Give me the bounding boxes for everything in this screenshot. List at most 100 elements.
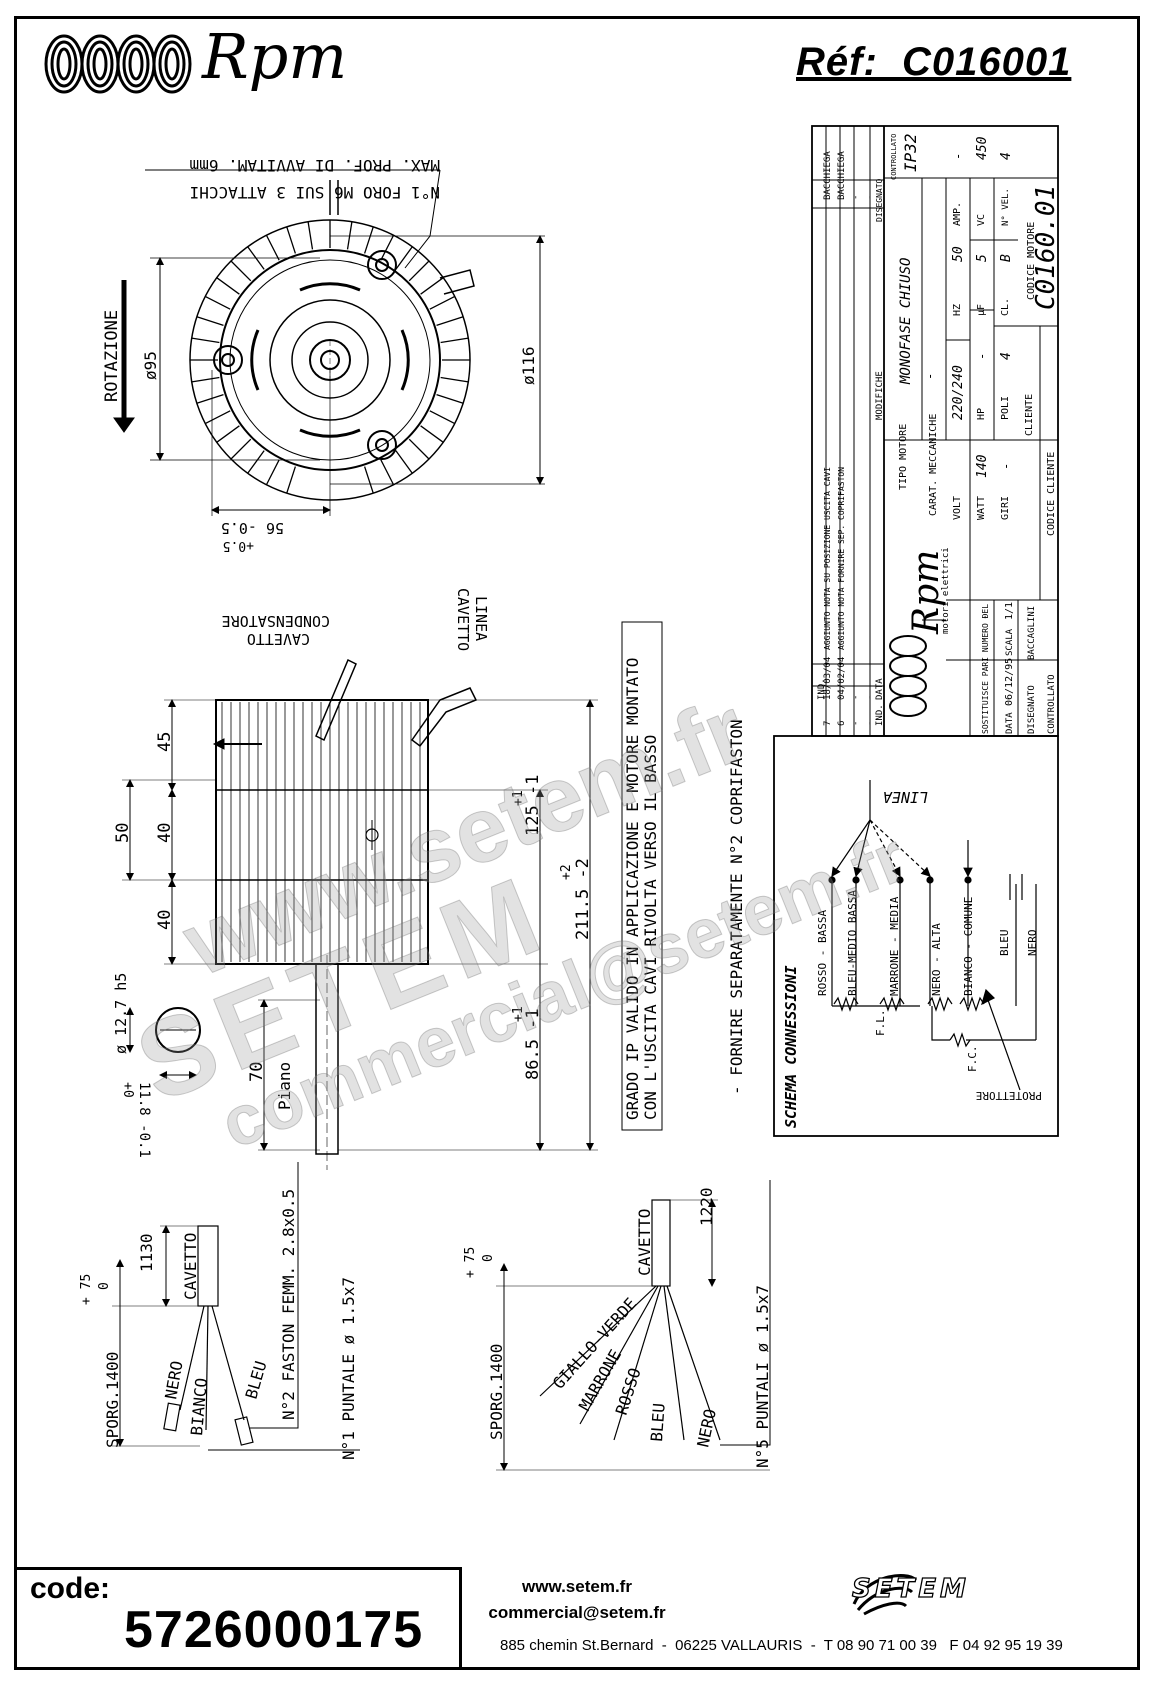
rev-cell-disegnato: - [851, 195, 861, 200]
cooling-fin [286, 226, 297, 254]
rev-cell-ind: 6 [837, 721, 847, 726]
cooling-fin [230, 260, 252, 282]
dim-11-8-tol: +0 [120, 1082, 135, 1098]
schema-terminal [852, 876, 860, 884]
cooling-fin [265, 459, 280, 486]
sostituisce-value: - [980, 614, 991, 620]
wire-1: BLEU-MEDIO BASSA [846, 890, 859, 996]
rev-cell-date: 04/02/04 [837, 657, 847, 700]
cr-length: 1220 [697, 1187, 716, 1226]
dim-11-8: 11.8 -0.1 [136, 1082, 152, 1158]
cl-value: B [999, 254, 1014, 262]
hp-label: HP [976, 408, 987, 420]
amp-value: - [951, 153, 965, 160]
cr-wire-3: BLEU [647, 1403, 669, 1443]
rev-cell-disegnato: BACCHIEGA [837, 151, 847, 200]
cl-label: CL. [1000, 298, 1011, 316]
cr-wire-2: ROSSO [612, 1366, 645, 1418]
rpm-coil-logo-icon [44, 34, 192, 94]
schema-labels: SCHEMA CONNESSIONI LINEA ROSSO - BASSA B… [782, 788, 1042, 1128]
poli-value: 4 [999, 352, 1014, 360]
data-label: DATA [1005, 712, 1015, 734]
cooling-fin [286, 466, 297, 494]
giri-label: GIRI [1000, 496, 1011, 520]
cooling-fin [408, 438, 430, 460]
cl-sporg-plus: + 75 [79, 1274, 94, 1305]
cooling-fin [196, 393, 224, 404]
setem-swirl-logo-icon [852, 1573, 918, 1616]
rev-cell-ind: - [851, 721, 861, 726]
dim-211-tol: +2 [559, 864, 574, 880]
front-view-labels: N°1 FORO M6 SUI 3 ATTACCHI MAX. PROF. DI… [102, 156, 538, 553]
rev-cell-ind: 7 [823, 721, 833, 726]
cooling-fin [346, 221, 353, 250]
vc-label: VC [976, 214, 987, 226]
cooling-fin [191, 376, 220, 383]
cl-cavetto: CAVETTO [181, 1233, 200, 1300]
cl-puntale: N°1 PUNTALE ø 1.5x7 [339, 1277, 358, 1460]
giri-value: - [999, 463, 1013, 470]
note-coprifaston: - FORNIRE SEPARATAMENTE N°2 COPRIFASTON [727, 719, 746, 1095]
rev-cell-ind: - [865, 721, 875, 726]
svg-text:IND.: IND. [817, 678, 827, 700]
cooling-fin [265, 234, 280, 261]
tipo-motore-label: TIPO MOTORE [898, 424, 909, 490]
cooling-fin [196, 316, 224, 327]
wire-0: ROSSO - BASSA [816, 910, 829, 996]
cr-sporg-minus: 0 [481, 1254, 496, 1262]
dim-50: 50 [113, 823, 133, 843]
cr-sporg: SPORG.1400 [487, 1344, 506, 1440]
note-foro: N°1 FORO M6 SUI 3 ATTACCHI [190, 183, 440, 202]
ip-note-box [621, 621, 663, 1131]
schema-protettore: PROTETTORE [976, 1089, 1042, 1102]
watt-value: 140 [975, 454, 990, 478]
hdr-data: DATA [875, 678, 885, 700]
footer-web-link[interactable]: www.setem.fr [522, 1577, 632, 1596]
side-view-labels: CAVETTO CONDENSATORE CAVETTO LINEA 45 40… [112, 588, 746, 1158]
watt-label: WATT [976, 496, 987, 520]
cooling-fin [204, 295, 231, 310]
vel-label: N° VEL. [1001, 188, 1011, 226]
schema-fl: F.L. [874, 1010, 887, 1037]
ip-value: IP32 [901, 133, 920, 172]
dim-56-tol: +0.5 [223, 538, 254, 553]
cooling-fin [191, 337, 220, 344]
schema-terminal [926, 876, 934, 884]
tb-brand-sub: motori elettrici [941, 547, 951, 634]
cable-left-drawing [112, 1162, 360, 1451]
codice-cliente-label: CODICE CLIENTE [1046, 452, 1057, 536]
cooling-fin [204, 410, 231, 425]
dim-116: ø116 [519, 346, 538, 385]
note-ip-1: GRADO IP VALIDO IN APPLICAZIONE E MOTORE… [623, 658, 642, 1120]
schema-terminal [896, 876, 904, 884]
vc-value: 450 [975, 136, 990, 160]
vel-value: 4 [999, 152, 1014, 160]
label-piano: Piano [275, 1062, 294, 1110]
rev-cell-disegnato: BACCHIEGA [823, 151, 833, 200]
dim-56: 56 -0.5 [221, 519, 284, 537]
cl-sporg: SPORG.1400 [103, 1352, 122, 1448]
note-prof: MAX. PROF. DI AVVITAM. 6mm [190, 156, 440, 175]
cooling-fin [436, 316, 464, 327]
wire-5: BLEU [998, 930, 1011, 957]
carat-value: - [923, 373, 937, 380]
uf-label: µF [976, 304, 987, 316]
wire-3: NERO - ALTA [930, 923, 943, 996]
hdr-ind: IND. [875, 704, 885, 726]
cooling-fin [440, 337, 469, 344]
cr-sporg-plus: + 75 [463, 1247, 478, 1278]
carat-label: CARAT. MECCANICHE [928, 414, 939, 516]
cl-wire-1: BIANCO [187, 1377, 211, 1436]
code-value: 5726000175 [124, 1601, 424, 1659]
cl-sporg-minus: 0 [97, 1282, 112, 1290]
label-cavetto-condensatore-2: CONDENSATORE [222, 612, 330, 630]
code-label: code: [30, 1572, 111, 1605]
footer-email-link[interactable]: commercial@setem.fr [488, 1603, 666, 1622]
poli-label: POLI [1000, 396, 1011, 420]
label-cavetto-linea-2: LINEA [472, 596, 490, 641]
hdr-modifiche: MODIFICHE [875, 371, 885, 420]
motor-side-view [122, 658, 598, 1170]
dim-12-7: ø 12.7 h5 [112, 973, 130, 1054]
cooling-fin [216, 277, 240, 295]
